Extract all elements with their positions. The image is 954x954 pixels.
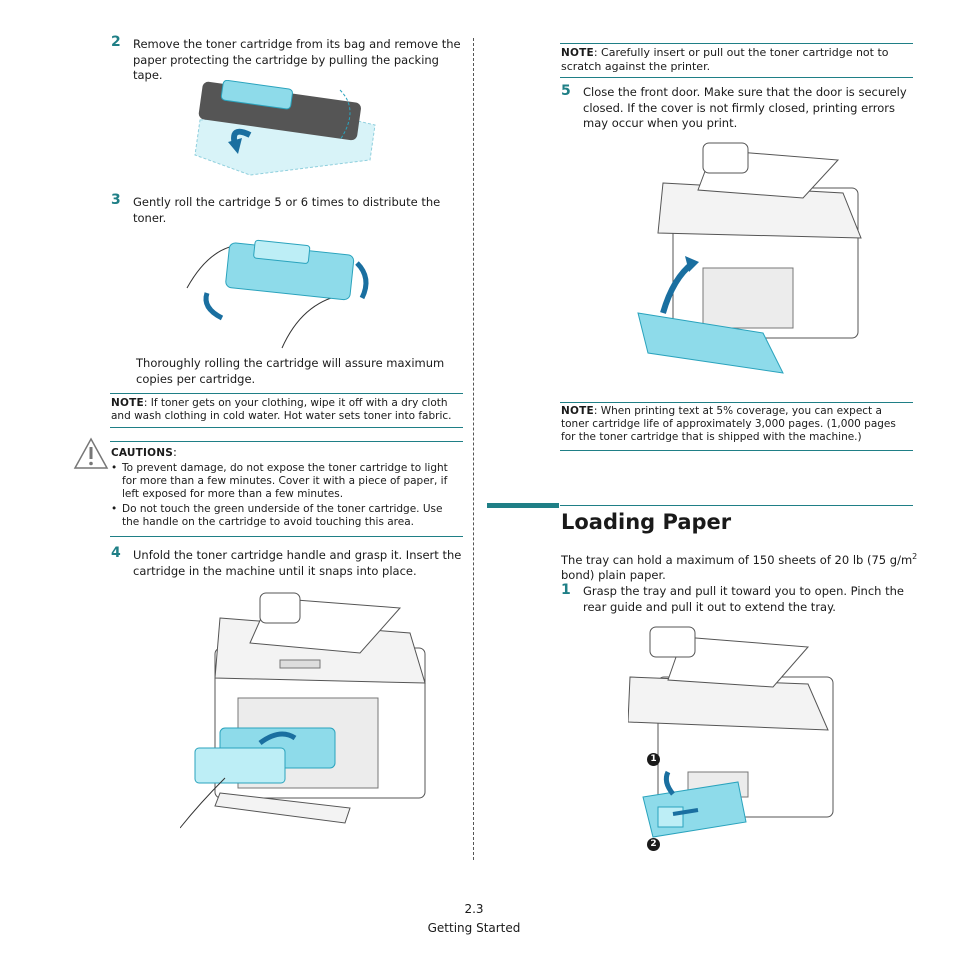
note-2-text: : Carefully insert or pull out the toner… [561, 46, 889, 73]
step-1-number: 1 [561, 582, 571, 598]
step-4-number: 4 [111, 545, 121, 561]
column-divider [473, 38, 474, 860]
note-3-top-rule [560, 402, 913, 403]
note-1: NOTE: If toner gets on your clothing, wi… [111, 397, 463, 423]
illustration-roll-cartridge [182, 233, 382, 353]
cautions-label: CAUTIONS [111, 447, 173, 459]
chapter-title: Getting Started [427, 921, 521, 935]
step-4-text: Unfold the toner cartridge handle and gr… [133, 548, 462, 578]
tray-text-sup: 2 [912, 552, 918, 561]
callout-1-badge: 1 [647, 753, 660, 766]
illustration-open-tray [628, 622, 838, 854]
tray-text-b: bond) plain paper. [561, 568, 666, 583]
note-1-text: : If toner gets on your clothing, wipe i… [111, 397, 452, 422]
note-2-label: NOTE [561, 47, 594, 59]
step-3-text: Gently roll the cartridge 5 or 6 times t… [133, 195, 441, 225]
section-rule [560, 505, 913, 506]
illustration-insert-cartridge [180, 588, 435, 836]
page-number: 2.3 [464, 902, 484, 916]
cautions-list: To prevent damage, do not expose the ton… [111, 462, 463, 530]
note-2-top-rule [560, 43, 913, 44]
note-3-label: NOTE [561, 405, 594, 417]
tray-capacity-text: The tray can hold a maximum of 150 sheet… [561, 549, 921, 584]
note-3-bottom-rule [560, 450, 913, 451]
note-2: NOTE: Carefully insert or pull out the t… [561, 46, 913, 73]
step-3-number: 3 [111, 192, 121, 208]
cautions-colon: : [172, 445, 177, 459]
step-2-number: 2 [111, 34, 121, 50]
cautions-heading: CAUTIONS: [111, 445, 463, 462]
step-5-text: Close the front door. Make sure that the… [583, 85, 907, 130]
note-3: NOTE: When printing text at 5% coverage,… [561, 405, 913, 444]
cautions-bottom-rule [110, 536, 463, 537]
note-3-text: : When printing text at 5% coverage, you… [561, 405, 896, 443]
step-1-text: Grasp the tray and pull it toward you to… [583, 584, 904, 614]
cautions-top-rule [110, 441, 463, 442]
note-1-label: NOTE [111, 397, 144, 409]
caution-item: Do not touch the green underside of the … [111, 503, 463, 529]
note-2-bottom-rule [560, 77, 913, 78]
note-1-top-rule [110, 393, 463, 394]
roll-note-text: Thoroughly rolling the cartridge will as… [136, 356, 445, 386]
section-accent-bar [487, 503, 559, 508]
tray-text-a: The tray can hold a maximum of 150 sheet… [561, 552, 913, 567]
note-1-bottom-rule [110, 427, 463, 428]
caution-icon [73, 437, 109, 471]
illustration-close-door [633, 138, 869, 378]
step-2-text: Remove the toner cartridge from its bag … [133, 37, 461, 82]
illustration-remove-tape [190, 80, 380, 190]
step-5-number: 5 [561, 83, 571, 99]
section-title: Loading Paper [561, 510, 732, 534]
caution-item: To prevent damage, do not expose the ton… [111, 462, 463, 502]
callout-2-badge: 2 [647, 838, 660, 851]
